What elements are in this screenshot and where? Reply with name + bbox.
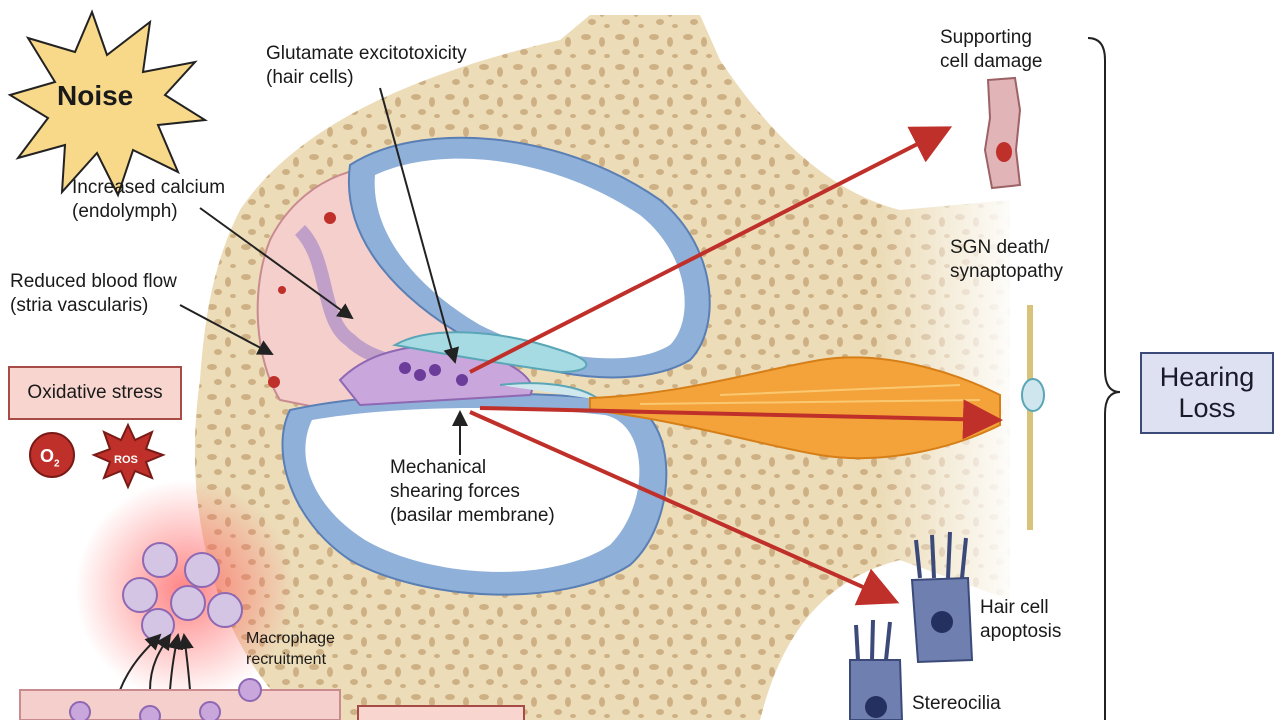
superoxide-label: O2 xyxy=(40,446,60,470)
blood-flow-label: Reduced blood flow(stria vascularis) xyxy=(10,271,177,316)
hearing-loss-brace xyxy=(1087,37,1121,720)
oxidative-stress-box: Oxidative stress xyxy=(8,366,182,420)
superoxide-icon xyxy=(29,432,75,478)
arrow-to-sgn xyxy=(479,399,1003,440)
pointer-calcium xyxy=(199,207,354,320)
macrophage-cluster xyxy=(75,480,295,700)
supporting-cell-icon xyxy=(983,76,1022,190)
noise-starburst xyxy=(7,9,208,198)
stereocilia-label: Stereocilia xyxy=(912,693,1001,714)
arrow-to-supporting-cell xyxy=(469,126,953,374)
pointer-glutamate xyxy=(379,87,460,364)
calcium-label: Increased calcium(endolymph) xyxy=(72,177,226,222)
hair-cell-icon xyxy=(910,531,974,664)
lower-box-partial xyxy=(357,705,525,720)
sgn-neuron-icon xyxy=(1021,305,1045,530)
noise-label: Noise xyxy=(57,80,134,111)
scala-tympani xyxy=(281,392,668,596)
arrow-to-hair-cell xyxy=(469,410,900,606)
glutamate-label: Glutamate excitotoxicity(hair cells) xyxy=(266,43,467,88)
sgn-label: SGN death/synaptopathy xyxy=(950,237,1064,282)
stereocilia-cell-icon xyxy=(849,619,904,720)
ros-burst-icon xyxy=(91,422,166,490)
ros-label: ROS xyxy=(114,454,138,466)
scala-vestibuli xyxy=(347,136,711,379)
organ-of-corti xyxy=(338,331,601,407)
tissue-layer xyxy=(19,678,341,720)
pointer-blood xyxy=(179,304,274,355)
